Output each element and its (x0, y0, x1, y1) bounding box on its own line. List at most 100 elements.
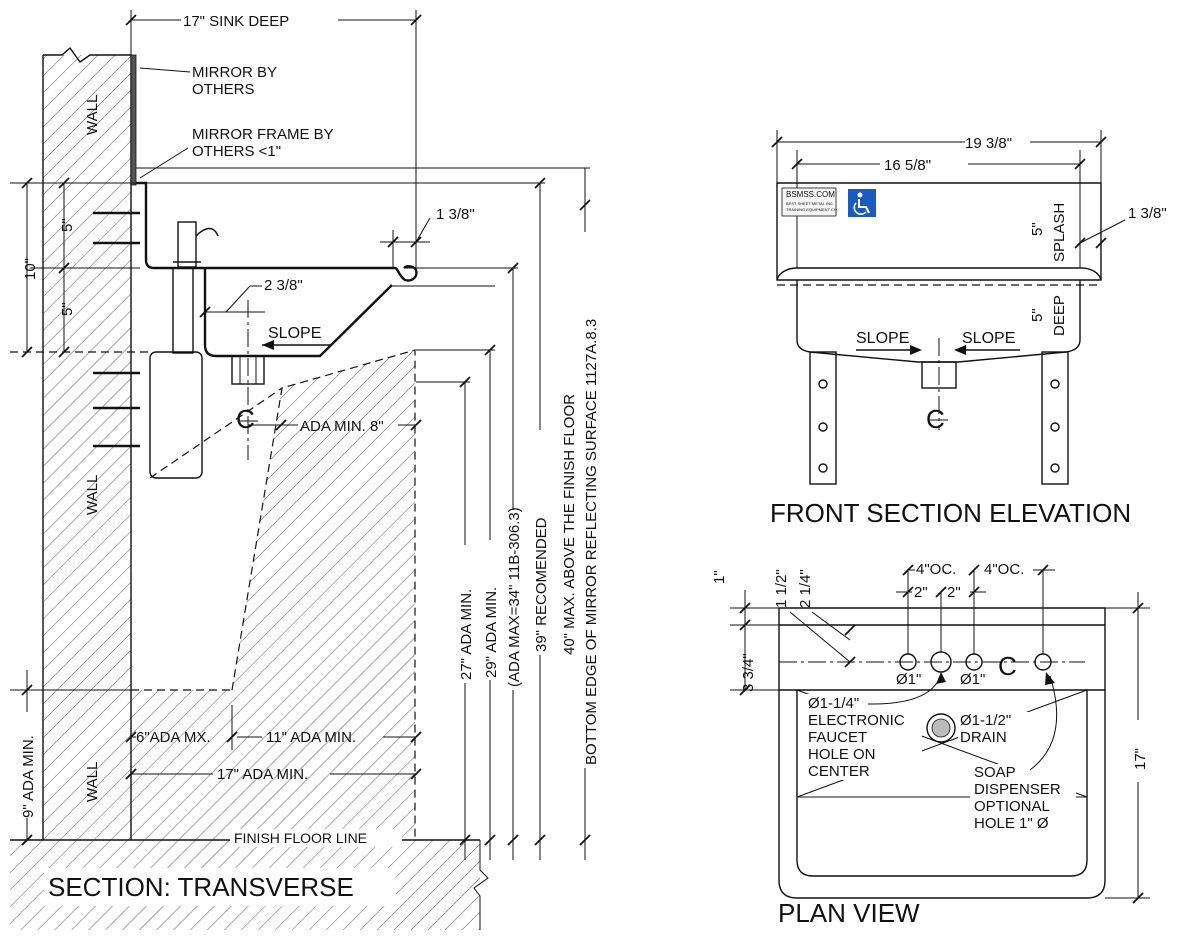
label-front-16-5-8: 16 5/8" (884, 157, 931, 174)
label-wall-top: WALL (84, 95, 101, 135)
label-hole-1-left: Ø1" (896, 671, 921, 688)
label-front-slope-left: SLOPE (856, 330, 909, 347)
label-slope: SLOPE (268, 325, 321, 342)
label-ada-9: 9" ADA MIN. (20, 735, 37, 818)
label-mirror-2: OTHERS (192, 81, 255, 98)
label-front-1-3-8: 1 3/8" (1128, 205, 1167, 222)
label-wall-bottom: WALL (84, 762, 101, 802)
label-faucet-1: Ø1-1/4" (808, 695, 859, 712)
label-ada-11: 11" ADA MIN. (266, 729, 356, 746)
drain-tailpiece (231, 355, 265, 385)
plan-drain (926, 713, 956, 743)
plan-view: C 4"OC. 4"OC. 2" 2" 1" 1 1/2" 2 1/4" (711, 561, 1150, 928)
front-section-elevation: BSMSS.COM BEST SHEET METAL INC. TRAINING… (770, 130, 1167, 528)
label-plan-3-3-4: 3 3/4" (740, 653, 757, 692)
mirror (130, 54, 137, 186)
label-faucet-4: HOLE ON (808, 746, 876, 763)
label-front-19-3-8: 19 3/8" (965, 135, 1012, 152)
label-faucet-3: FAUCET (808, 729, 867, 746)
label-plate-line-1: BSMSS.COM (786, 190, 835, 199)
accessibility-icon (848, 189, 876, 217)
plan-bowl (796, 690, 1088, 877)
label-sink-deep: 17" SINK DEEP (183, 13, 289, 30)
plan-centerline-symbol: C (998, 651, 1017, 681)
soap-spout (195, 227, 219, 237)
plan-title: PLAN VIEW (778, 898, 920, 928)
label-ada-27: 27" ADA MIN. (458, 589, 475, 680)
label-dim-2-3-8: 2 3/8" (264, 277, 303, 294)
label-mirror-frame-2: OTHERS <1" (192, 143, 281, 160)
label-dim-1-3-8: 1 3/8" (436, 206, 475, 223)
wall (42, 46, 132, 840)
label-drain-1: Ø1-1/2" (960, 712, 1011, 729)
plan-outline (778, 607, 1106, 899)
label-plate-line-3: TRAINING EQUIPMENT CO. (786, 207, 838, 212)
floor-break-line (473, 840, 489, 930)
dim-left-vertical: 5" 5" 10" (10, 177, 150, 358)
label-2-left: 2" (914, 584, 928, 601)
mirror-frame-leader (139, 147, 189, 179)
label-max-40-line1: 40" MAX. ABOVE THE FINISH FLOOR (561, 394, 578, 655)
soap-pump-head (177, 221, 197, 268)
dim-ada-min-8: ADA MIN. 8" (248, 418, 422, 435)
slope-arrow-head (262, 340, 274, 350)
dim-rim-1-3-8: 1 3/8" (380, 206, 475, 268)
soap-bottle (149, 351, 203, 479)
front-rim (776, 267, 1102, 281)
dim-knee-depths: 6"ADA MX. 11" ADA MIN. (125, 705, 422, 750)
label-ada-max-34: (ADA MAX=34" 11B-306.3) (506, 507, 523, 687)
label-4oc-left: 4"OC. (916, 561, 956, 578)
knee-clearance-hatch (131, 350, 415, 840)
label-drain-2: DRAIN (960, 729, 1007, 746)
label-mirror-frame-1: MIRROR FRAME BY (192, 126, 334, 143)
label-front-splash: SPLASH (1051, 203, 1068, 262)
section-title-bg (44, 868, 396, 906)
section-transverse: C 17" SINK DEEP MIRROR BY OTHERS MIRROR … (10, 10, 600, 930)
front-centerline-symbol: C (926, 404, 945, 434)
front-leg-left (809, 351, 837, 485)
dim-ada-9: 9" ADA MIN. (10, 670, 131, 846)
dim-ada-17: 17" ADA MIN. (125, 766, 422, 783)
dim-bowl-2-3-8: 2 3/8" (199, 277, 303, 318)
label-ada-6: 6"ADA MX. (136, 729, 211, 746)
label-ada-17: 17" ADA MIN. (217, 766, 308, 783)
section-title: SECTION: TRANSVERSE (48, 872, 354, 902)
label-plan-1: 1" (711, 570, 728, 584)
front-leg-right (1041, 351, 1069, 485)
label-max-40-line2: BOTTOM EDGE OF MIRROR REFLECTING SURFACE… (583, 319, 600, 765)
soap-dispenser (149, 221, 219, 479)
label-mirror-1: MIRROR BY (192, 64, 277, 81)
label-front-deep: DEEP (1051, 295, 1068, 336)
label-recomended-39: 39" RECOMENDED (533, 517, 550, 652)
label-front-5-deep: 5" (1029, 308, 1046, 322)
label-plan-1-1-2: 1 1/2" (773, 569, 790, 608)
label-dim-10: 10" (22, 258, 39, 280)
wall-screws (93, 211, 140, 448)
wall-break-line (43, 46, 131, 63)
label-faucet-5: CENTER (808, 763, 870, 780)
label-plate-line-2: BEST SHEET METAL INC. (786, 201, 834, 206)
label-plan-2-1-4: 2 1/4" (797, 569, 814, 608)
label-dim-5-bottom: 5" (59, 302, 76, 316)
dim-vertical-heights: 27" ADA MIN. 29" ADA MIN. (ADA MAX=34" 1… (136, 167, 600, 860)
knee-diagonal (149, 387, 283, 479)
label-finish-floor: FINISH FLOOR LINE (234, 830, 367, 846)
mirror-leader (139, 67, 191, 73)
label-2-right: 2" (947, 584, 961, 601)
sink-bowl-profile (203, 268, 393, 358)
label-faucet-2: ELECTRONIC (808, 712, 905, 729)
label-front-5-splash: 5" (1029, 222, 1046, 236)
label-soap-3: OPTIONAL (974, 798, 1050, 815)
soap-tube (172, 267, 194, 354)
label-ada-min-8: ADA MIN. 8" (300, 418, 384, 435)
wall-hatch (43, 55, 131, 840)
label-4oc-right: 4"OC. (984, 561, 1024, 578)
finish-floor-label-bg (230, 829, 402, 847)
front-title: FRONT SECTION ELEVATION (770, 498, 1131, 528)
label-plan-17: 17" (1132, 748, 1149, 770)
label-ada-29: 29" ADA MIN. (483, 587, 500, 678)
label-soap-1: SOAP (974, 764, 1016, 781)
centerline-symbol: C (236, 404, 255, 434)
soap-leader (1029, 675, 1058, 771)
